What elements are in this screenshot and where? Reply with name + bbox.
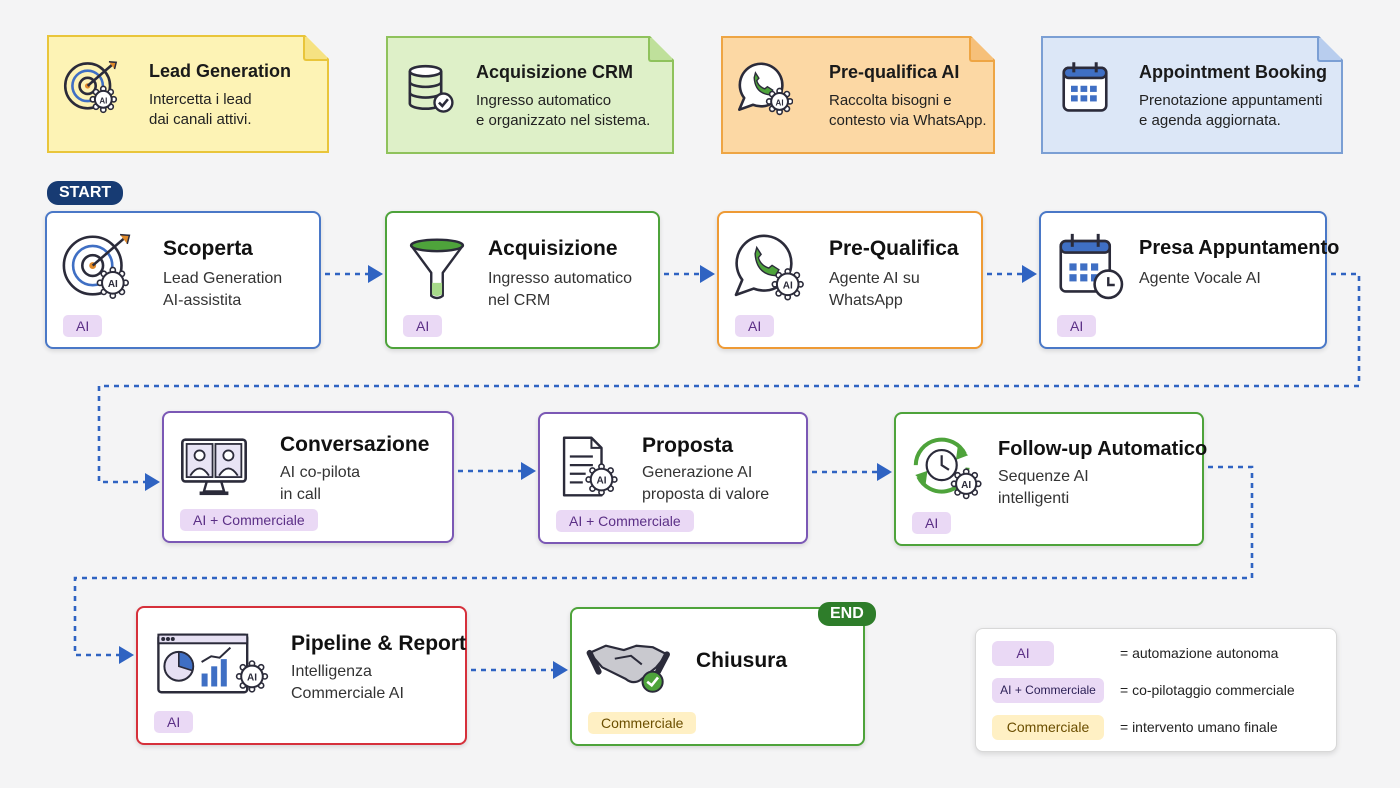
- note-acquisizione-crm: Acquisizione CRM Ingresso automatico e o…: [386, 36, 674, 154]
- step-title: Chiusura: [696, 649, 788, 672]
- step-title: Conversazione: [280, 433, 430, 456]
- step-badge: AI: [154, 711, 194, 733]
- document-ai-icon: AI: [562, 436, 618, 497]
- cycle-clock-ai-icon: AI: [913, 437, 982, 500]
- step-text: Sequenze AI: [998, 468, 1089, 485]
- step-title: Acquisizione: [488, 237, 618, 260]
- legend-badge: AI: [992, 641, 1054, 666]
- note-text: e agenda aggiornata.: [1139, 112, 1281, 129]
- database-check-icon: [402, 60, 458, 116]
- step-text: Generazione AI: [642, 464, 753, 481]
- step-badge: AI + Commerciale: [556, 510, 694, 532]
- funnel-icon: [409, 238, 465, 300]
- step-text: Intelligenza: [291, 663, 372, 680]
- note-text: contesto via WhatsApp.: [829, 112, 987, 129]
- step-text: nel CRM: [488, 292, 551, 309]
- step-badge: AI: [403, 315, 443, 337]
- connector-wrap: [97, 272, 1361, 484]
- step-card-presa-appuntamento: Presa Appuntamento Agente Vocale AI AI: [1039, 211, 1339, 349]
- step-title: Pre-Qualifica: [829, 237, 959, 260]
- svg-text:AI: AI: [99, 96, 107, 105]
- step-text: Agente AI su: [829, 270, 920, 287]
- end-pill: END: [818, 602, 876, 626]
- step-text: in call: [280, 486, 321, 503]
- note-title: Lead Generation: [149, 61, 292, 81]
- whatsapp-ai-icon: AI: [734, 234, 804, 301]
- arrow-head: [119, 646, 134, 664]
- arrow-head: [700, 265, 715, 283]
- legend-badge: Commerciale: [992, 715, 1104, 740]
- legend: AI = automazione autonoma AI + Commercia…: [975, 628, 1337, 752]
- step-text: Lead Generation: [163, 270, 283, 287]
- step-text: Agente Vocale AI: [1139, 270, 1261, 287]
- calendar-icon: [1057, 60, 1113, 116]
- note-text: dai canali attivi.: [149, 111, 252, 128]
- svg-text:AI: AI: [247, 672, 257, 683]
- arrow-head: [521, 462, 536, 480]
- svg-text:AI: AI: [783, 280, 793, 291]
- step-title: Proposta: [642, 434, 734, 457]
- arrow-head: [553, 661, 568, 679]
- note-appointment-booking: Appointment Booking Prenotazione appunta…: [1041, 36, 1343, 154]
- arrow-head: [1022, 265, 1037, 283]
- arrow-head: [145, 473, 160, 491]
- step-text: proposta di valore: [642, 486, 770, 503]
- note-title: Appointment Booking: [1139, 62, 1327, 82]
- step-text: Ingresso automatico: [488, 270, 633, 287]
- legend-text: = intervento umano finale: [1120, 719, 1278, 735]
- step-card-follow-up: AI Follow-up Automatico Sequenze AI inte…: [894, 412, 1208, 546]
- svg-text:AI: AI: [961, 480, 971, 491]
- svg-text:AI: AI: [108, 279, 118, 290]
- step-card-pre-qualifica: AI Pre-Qualifica Agente AI su WhatsApp A…: [717, 211, 983, 349]
- step-text: intelligenti: [998, 490, 1070, 507]
- target-ai-icon: AI: [63, 59, 119, 115]
- legend-text: = co-pilotaggio commerciale: [1120, 682, 1295, 698]
- svg-text:AI: AI: [776, 98, 784, 107]
- whatsapp-ai-icon: AI: [737, 60, 793, 116]
- step-badge: AI: [63, 315, 103, 337]
- svg-text:AI: AI: [597, 476, 607, 487]
- connector-wrap: [73, 465, 1254, 657]
- calendar-clock-icon: [1059, 233, 1124, 300]
- arrow-head: [877, 463, 892, 481]
- step-badge: Commerciale: [588, 712, 697, 734]
- step-card-conversazione: Conversazione AI co-pilota in call AI + …: [162, 411, 454, 543]
- step-title: Scoperta: [163, 237, 253, 260]
- note-text: Intercetta i lead: [149, 91, 252, 108]
- step-card-scoperta: AI Scoperta Lead Generation AI-assistita…: [45, 211, 321, 349]
- note-text: e organizzato nel sistema.: [476, 112, 651, 129]
- step-badge: AI + Commerciale: [180, 509, 318, 531]
- legend-text: = automazione autonoma: [1120, 645, 1279, 661]
- step-card-pipeline-report: AI Pipeline & Report Intelligenza Commer…: [136, 606, 467, 745]
- dashboard-ai-icon: AI: [157, 633, 269, 694]
- start-pill: START: [47, 181, 124, 205]
- step-badge: AI: [1057, 315, 1097, 337]
- step-text: AI-assistita: [163, 292, 242, 309]
- step-title: Follow-up Automatico: [998, 438, 1208, 460]
- legend-badge: AI + Commerciale: [992, 678, 1104, 703]
- arrow-head: [368, 265, 383, 283]
- note-lead-generation: AI Lead Generation Intercetta i lead dai…: [47, 35, 329, 153]
- handshake-check-icon: [586, 644, 670, 693]
- note-title: Pre-qualifica AI: [829, 62, 960, 82]
- target-ai-icon: AI: [62, 233, 131, 299]
- note-text: Prenotazione appuntamenti: [1139, 92, 1323, 109]
- step-text: AI co-pilota: [280, 464, 361, 481]
- note-text: Ingresso automatico: [476, 92, 612, 109]
- video-call-icon: [181, 438, 247, 496]
- step-badge: AI: [912, 512, 952, 534]
- note-title: Acquisizione CRM: [476, 62, 634, 82]
- step-title: Pipeline & Report: [291, 632, 467, 655]
- step-card-proposta: AI Proposta Generazione AI proposta di v…: [538, 412, 808, 544]
- note-pre-qualifica-ai: AI Pre-qualifica AI Raccolta bisogni e c…: [721, 36, 995, 154]
- step-text: Commerciale AI: [291, 685, 404, 702]
- step-title: Presa Appuntamento: [1139, 237, 1340, 259]
- step-text: WhatsApp: [829, 292, 903, 309]
- note-text: Raccolta bisogni e: [829, 92, 952, 109]
- step-card-chiusura: Chiusura Commerciale: [570, 607, 865, 746]
- step-card-acquisizione: Acquisizione Ingresso automatico nel CRM…: [385, 211, 660, 349]
- step-badge: AI: [735, 315, 775, 337]
